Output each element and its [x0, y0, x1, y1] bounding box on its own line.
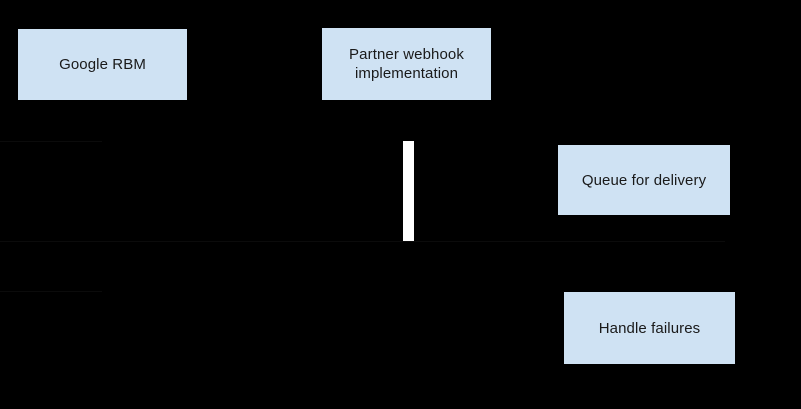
node-google-rbm[interactable]: Google RBM [18, 29, 187, 100]
node-queue-for-delivery-label: Queue for delivery [581, 171, 707, 189]
node-partner-webhook-implementation[interactable]: Partner webhook implementation [322, 28, 491, 100]
faint-guide-line-middle [0, 241, 725, 242]
faint-guide-line-top [0, 141, 102, 142]
node-partner-webhook-implementation-label: Partner webhook implementation [349, 46, 464, 82]
node-handle-failures-label: Handle failures [598, 319, 701, 337]
node-queue-for-delivery[interactable]: Queue for delivery [558, 145, 730, 215]
node-google-rbm-label: Google RBM [59, 56, 146, 73]
flow-connector-vertical [403, 141, 414, 241]
node-handle-failures[interactable]: Handle failures [564, 292, 735, 364]
faint-guide-line-bottom [0, 291, 102, 292]
